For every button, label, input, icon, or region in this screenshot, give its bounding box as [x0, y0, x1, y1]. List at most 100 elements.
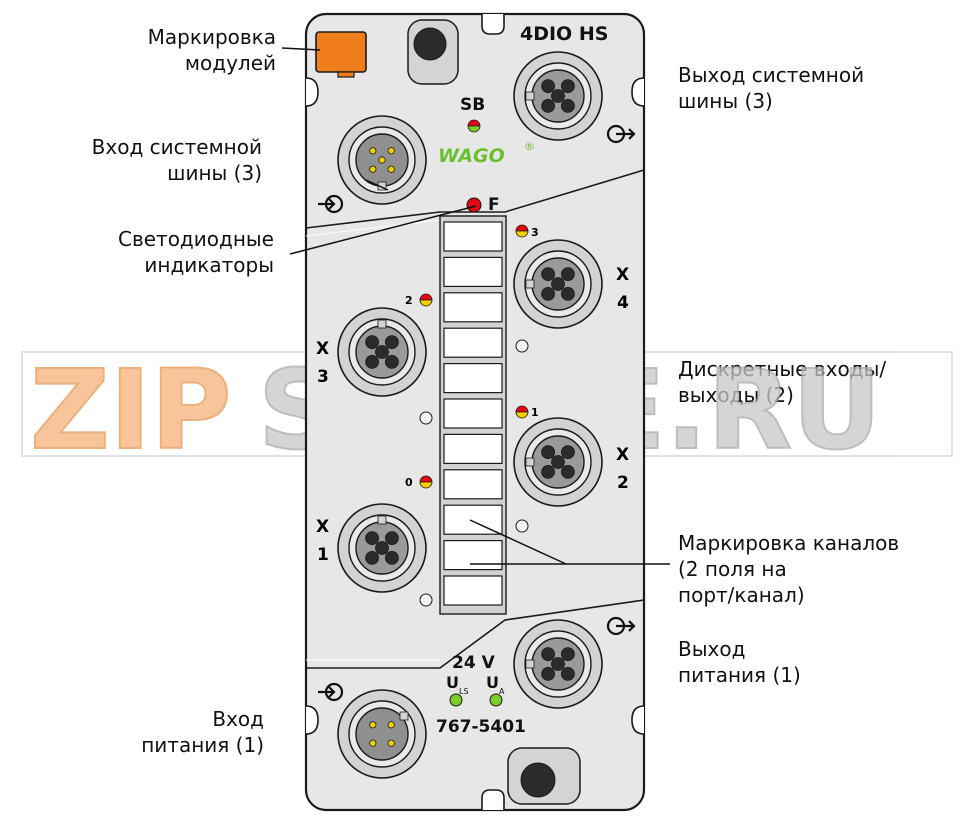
connector-power-output: [513, 619, 603, 709]
channel-marking-field-11: [443, 575, 503, 606]
connector-bus-input-pin-1: [369, 147, 377, 155]
power-input-arrow-icon: [318, 682, 344, 702]
connector-power-input-pin-3: [387, 739, 395, 747]
callout-power-output-line1: Выход: [678, 637, 746, 661]
bus-input-arrow-shaft: [318, 198, 336, 210]
module-marker-tab: [337, 71, 355, 78]
connector-x4-pin-4: [541, 286, 556, 301]
connector-power-output-pin-2: [560, 647, 575, 662]
tab-top: [481, 14, 505, 35]
notch-right-top: [631, 77, 645, 107]
connector-x2-pin-3: [560, 464, 575, 479]
connector-bus-output-pin-center: [551, 89, 565, 103]
connector-x3-pin-4: [365, 354, 380, 369]
channel-number-2: 2: [405, 294, 413, 307]
connector-power-input-pin-2: [387, 721, 395, 729]
connector-x3-pin-1: [365, 335, 380, 350]
port-x3-x: X: [316, 339, 329, 359]
article-number: 767-5401: [436, 717, 526, 737]
sb-label: SB: [460, 95, 485, 115]
f-label: F: [488, 195, 500, 215]
connector-bus-input-pin-3: [387, 165, 395, 173]
voltage-label: 24 V: [452, 653, 496, 673]
callout-power-output-line2: питания (1): [678, 663, 801, 687]
connector-x1-pin-1: [365, 531, 380, 546]
screw-bottom-head: [520, 762, 556, 798]
led-empty-1: [515, 339, 529, 353]
connector-x4-coding-key: [525, 279, 535, 289]
channel-marking-field-6: [443, 398, 503, 429]
ua-subscript: A: [499, 687, 505, 696]
connector-x1-pin-4: [365, 550, 380, 565]
callout-bus-input-line1: Вход системной: [91, 135, 262, 159]
callout-digital-io-line1: Дискретные входы/: [678, 357, 887, 381]
channel-marking-strip: [439, 215, 507, 615]
housing-highlight-top: [305, 219, 441, 237]
led-empty-3: [515, 519, 529, 533]
channel-marking-field-3: [443, 292, 503, 323]
callout-leds-line2: индикаторы: [144, 253, 274, 277]
connector-x2-pin-4: [541, 464, 556, 479]
connector-x4-pin-center: [551, 277, 565, 291]
connector-x1-pin-center: [375, 541, 389, 555]
tab-bottom: [481, 789, 505, 810]
connector-x1-pin-3: [384, 550, 399, 565]
connector-x3-pin-3: [384, 354, 399, 369]
port-x4-x: X: [616, 265, 629, 285]
callout-bus-input: Вход системной шины (3): [60, 134, 262, 186]
led-indicators: [419, 119, 529, 707]
connector-x3-coding-key: [377, 319, 387, 329]
connector-bus-output: [513, 51, 603, 141]
connector-bus-output-pin-1: [541, 79, 556, 94]
connector-x4: [513, 239, 603, 329]
connector-x4-pin-1: [541, 267, 556, 282]
connector-x3-pin-center: [375, 345, 389, 359]
port-x2-number: 2: [617, 473, 629, 493]
port-x2-x: X: [616, 445, 629, 465]
connector-x1-pin-2: [384, 531, 399, 546]
led-channel-1-yellow: [515, 411, 529, 419]
led-uls: [449, 693, 463, 707]
callout-digital-io: Дискретные входы/ выходы (2): [678, 356, 938, 408]
ua-label: U: [486, 673, 499, 692]
connector-bus-input: [337, 115, 427, 205]
screw-top: [407, 19, 459, 85]
led-empty-4: [419, 593, 433, 607]
power-output-arrow-icon: [606, 616, 636, 636]
led-empty-2: [419, 411, 433, 425]
connector-x2-coding-key: [525, 457, 535, 467]
connector-x1: [337, 503, 427, 593]
callout-digital-io-line2: выходы (2): [678, 383, 794, 407]
connector-bus-output-pin-3: [560, 98, 575, 113]
connector-x2-pin-2: [560, 445, 575, 460]
watermark-text-left: ZIP: [30, 346, 231, 474]
bus-output-arrow-shaft: [616, 128, 636, 140]
connector-x2-pin-center: [551, 455, 565, 469]
led-f: [466, 197, 482, 213]
housing-section-line-bottom: [306, 599, 645, 669]
leader-leds: [289, 205, 477, 255]
connector-power-output-pin-center: [551, 657, 565, 671]
callout-module-marking-line1: Маркировка: [147, 25, 276, 49]
channel-number-1: 1: [531, 406, 539, 419]
connector-x4-pin-3: [560, 286, 575, 301]
connector-power-input-coding-key: [399, 711, 409, 721]
led-channel-3-yellow: [515, 230, 529, 238]
connector-x2-pin-1: [541, 445, 556, 460]
connector-power-output-pin-3: [560, 666, 575, 681]
channel-marking-field-2: [443, 256, 503, 287]
channel-marking-field-1: [443, 221, 503, 252]
bus-output-arrow-icon: [606, 124, 636, 144]
module-marker-plate: [315, 31, 367, 73]
led-ua: [489, 693, 503, 707]
channel-number-3: 3: [531, 226, 539, 239]
connector-x4-pin-2: [560, 267, 575, 282]
connector-power-input: [337, 689, 427, 779]
leader-lines: [281, 47, 670, 565]
callout-channel-marking-line1: Маркировка каналов: [678, 531, 900, 555]
connector-power-input-pin-1: [369, 721, 377, 729]
connector-x1-coding-key: [377, 515, 387, 525]
connector-bus-output-coding-key: [525, 91, 535, 101]
